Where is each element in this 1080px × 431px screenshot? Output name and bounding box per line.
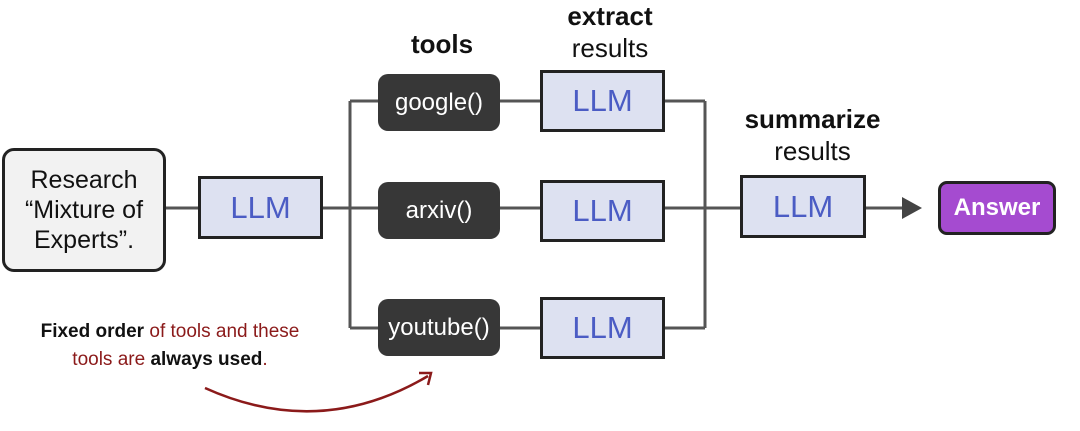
tools-header-text: tools bbox=[410, 29, 474, 59]
summarize-llm-box: LLM bbox=[740, 175, 866, 238]
note-text-1: of tools and these tools are bbox=[72, 321, 300, 370]
note-bold-2: always used bbox=[150, 349, 263, 370]
tool-youtube-label: youtube() bbox=[388, 313, 490, 341]
summarize-header-bold: summarize bbox=[744, 104, 881, 134]
extract-llm-label-2: LLM bbox=[572, 193, 633, 228]
tool-arxiv-box: arxiv() bbox=[378, 182, 500, 239]
router-llm-label: LLM bbox=[230, 189, 291, 225]
extract-llm-box-3: LLM bbox=[540, 297, 665, 359]
extract-llm-box-2: LLM bbox=[540, 180, 665, 242]
note-text-2: . bbox=[262, 349, 268, 370]
extract-llm-label-3: LLM bbox=[572, 310, 633, 345]
input-query-text: Research “Mixture of Experts”. bbox=[24, 166, 144, 254]
extract-header-bold: extract bbox=[567, 1, 653, 31]
answer-label: Answer bbox=[953, 194, 1041, 221]
tool-arxiv-label: arxiv() bbox=[405, 196, 473, 224]
tool-youtube-box: youtube() bbox=[378, 299, 500, 356]
summarize-results-header: summarize results bbox=[730, 103, 895, 167]
input-query-box: Research “Mixture of Experts”. bbox=[2, 148, 166, 272]
tools-header: tools bbox=[390, 28, 494, 60]
extract-llm-label-1: LLM bbox=[572, 83, 633, 118]
arrowhead-icon bbox=[902, 197, 922, 219]
summarize-header-sub: results bbox=[774, 136, 851, 166]
extract-llm-box-1: LLM bbox=[540, 70, 665, 132]
answer-box: Answer bbox=[938, 181, 1056, 235]
curved-arrow bbox=[204, 374, 429, 413]
router-llm-box: LLM bbox=[198, 176, 323, 239]
note-bold-1: Fixed order bbox=[40, 321, 145, 342]
fixed-order-note: Fixed order of tools and these tools are… bbox=[20, 318, 320, 374]
curved-arrowhead-icon bbox=[419, 371, 433, 386]
tool-google-box: google() bbox=[378, 74, 500, 131]
summarize-llm-label: LLM bbox=[772, 188, 834, 224]
extract-header-sub: results bbox=[571, 33, 649, 63]
tool-google-label: google() bbox=[394, 88, 484, 116]
extract-results-header: extract results bbox=[540, 0, 680, 64]
